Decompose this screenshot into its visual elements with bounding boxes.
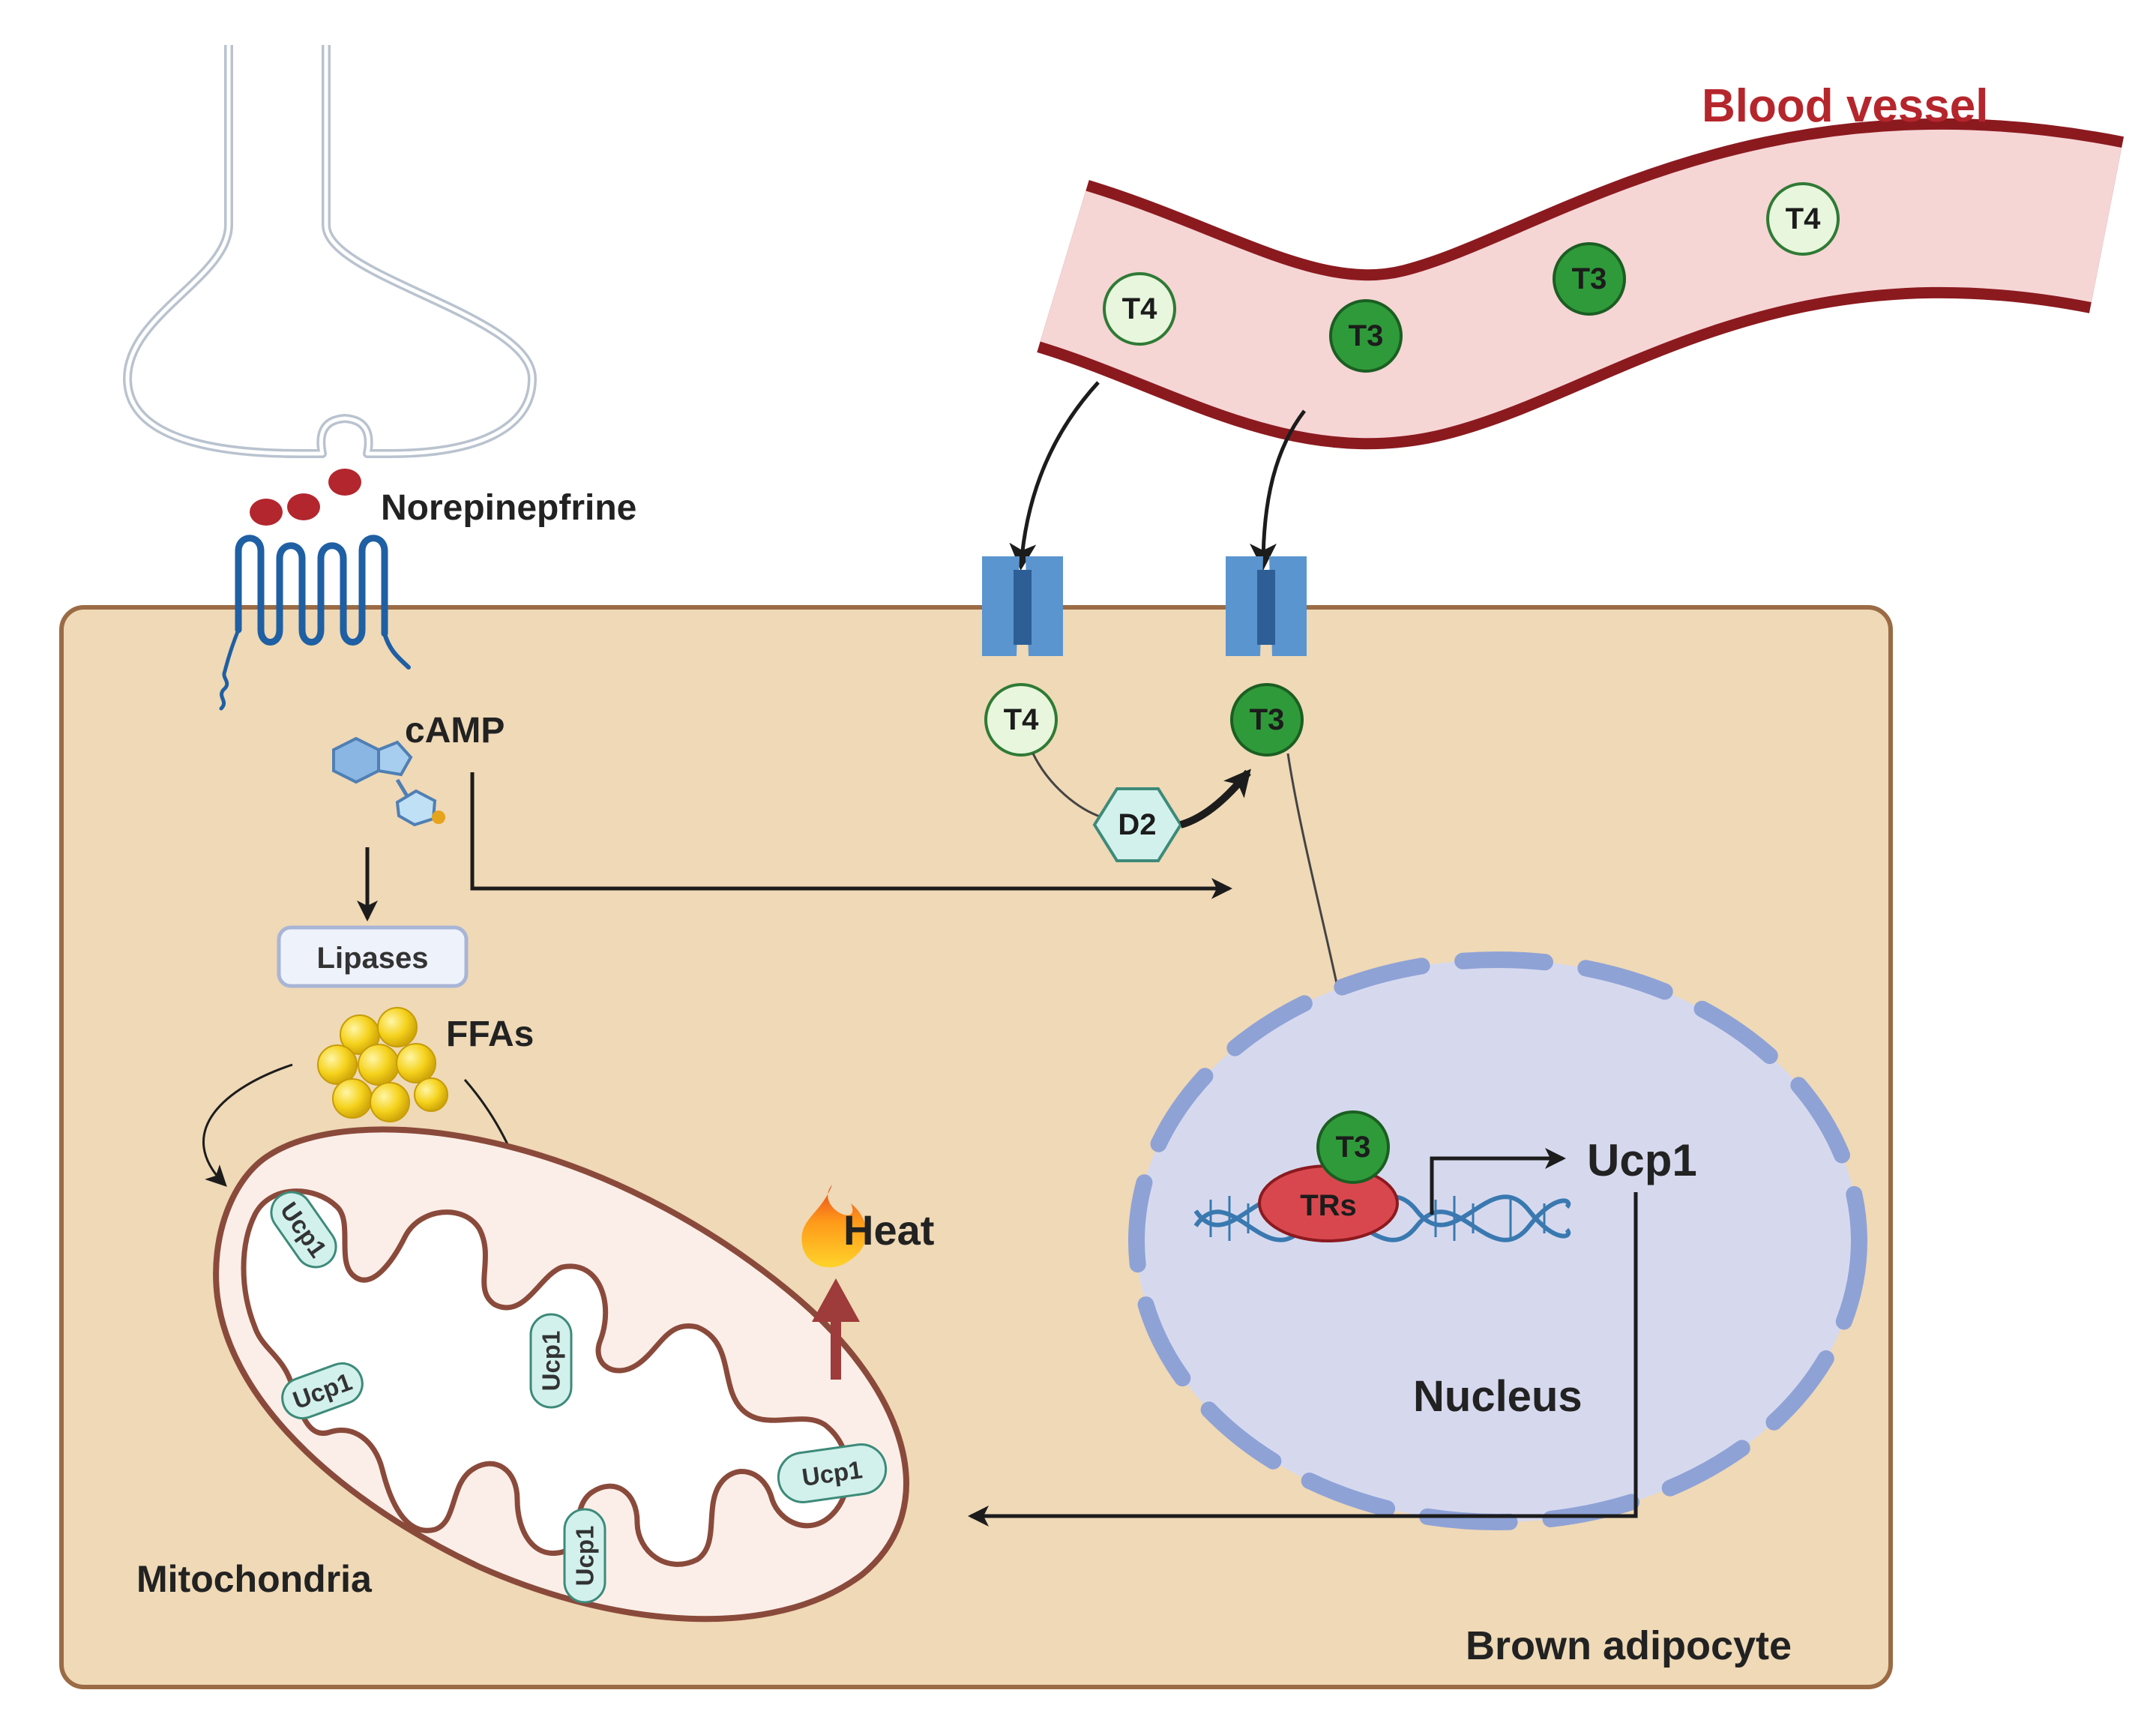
ucp1-gene-label: Ucp1 bbox=[1587, 1135, 1697, 1185]
nucleus-label: Nucleus bbox=[1413, 1372, 1583, 1421]
t4-import-arrow bbox=[1009, 381, 1100, 571]
transcription-arrow bbox=[1430, 1148, 1566, 1215]
blood-vessel bbox=[1036, 118, 2124, 450]
heat-label: Heat bbox=[843, 1206, 934, 1254]
t3-hormone-intracellular: T3 bbox=[1230, 683, 1304, 757]
t3-bound-receptor: T3 bbox=[1316, 1110, 1390, 1184]
trs-receptor: TRs bbox=[1258, 1164, 1399, 1242]
d2-to-t3-arrow bbox=[1179, 769, 1251, 829]
t4-hormone-intracellular: T4 bbox=[984, 683, 1058, 757]
t3-hormone: T3 bbox=[1329, 299, 1403, 373]
t4-hormone: T4 bbox=[1103, 272, 1176, 346]
t4-label: T4 bbox=[1004, 703, 1039, 736]
t4-label: T4 bbox=[1122, 292, 1157, 325]
ucp1-protein: Ucp1 bbox=[529, 1313, 573, 1409]
blood-vessel-label: Blood vessel bbox=[1702, 80, 1988, 132]
camp-label: cAMP bbox=[405, 711, 505, 751]
norepinephrine-label: Norepinepfrine bbox=[381, 488, 636, 528]
ffas-label: FFAs bbox=[446, 1014, 534, 1054]
beta-adrenergic-receptor bbox=[219, 535, 411, 711]
t3-transporter-channel bbox=[1226, 556, 1307, 656]
brown-adipocyte-label: Brown adipocyte bbox=[1466, 1623, 1792, 1668]
t3-label: T3 bbox=[1336, 1131, 1371, 1164]
ucp1-protein: Ucp1 bbox=[777, 1443, 888, 1503]
nuclear-envelope bbox=[1128, 951, 1867, 1530]
ucp1-protein-label: Ucp1 bbox=[571, 1526, 599, 1587]
neuron-terminal bbox=[123, 45, 537, 458]
flame-icon bbox=[801, 1185, 867, 1268]
t3-import-arrow bbox=[1250, 409, 1306, 571]
heat-arrowhead bbox=[812, 1278, 860, 1322]
d2-label: D2 bbox=[1118, 808, 1156, 841]
t3-label: T3 bbox=[1250, 703, 1285, 736]
norepinephrine-molecules bbox=[250, 469, 361, 526]
trs-label: TRs bbox=[1300, 1189, 1357, 1222]
lipases-label: Lipases bbox=[317, 942, 429, 975]
t3-label: T3 bbox=[1572, 262, 1607, 295]
t4-hormone: T4 bbox=[1766, 182, 1840, 256]
t3-label: T3 bbox=[1349, 319, 1384, 352]
mitochondria-label: Mitochondria bbox=[136, 1558, 373, 1600]
t4-transporter-channel bbox=[982, 556, 1063, 656]
ucp1-protein-label: Ucp1 bbox=[538, 1331, 565, 1392]
ucp1-to-mitochondria-arrow bbox=[968, 1192, 1638, 1527]
ffa-to-mito-arrow-left bbox=[202, 1063, 293, 1187]
ucp1-protein: Ucp1 bbox=[563, 1508, 606, 1604]
camp-molecule bbox=[332, 736, 445, 827]
lipases-box bbox=[277, 925, 469, 988]
camp-to-t3-arrow bbox=[470, 772, 1232, 899]
t3-hormone: T3 bbox=[1553, 242, 1626, 316]
t4-label: T4 bbox=[1786, 202, 1821, 235]
ffa-lipid-droplets bbox=[317, 1007, 448, 1122]
t4-to-d2-line bbox=[1032, 753, 1103, 819]
